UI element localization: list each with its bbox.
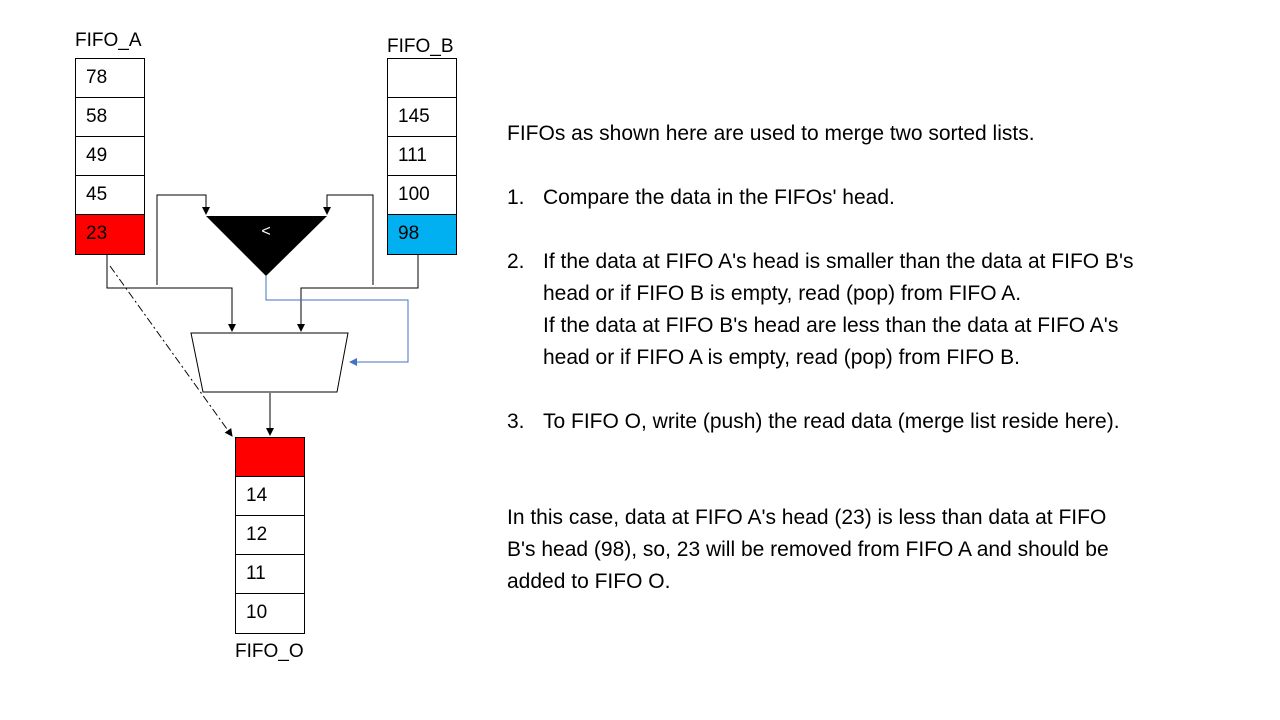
- fifo-a-cell: 49: [76, 137, 144, 176]
- comparator: [206, 216, 327, 276]
- fifo-o-cell: 11: [236, 555, 304, 594]
- step-2: 2. If the data at FIFO A's head is small…: [507, 246, 1237, 374]
- fifo-a-cell: 78: [76, 59, 144, 98]
- fifo-o-cell: 14: [236, 477, 304, 516]
- step-number: 3.: [507, 410, 525, 433]
- step-line: To FIFO O, write (push) the read data (m…: [543, 410, 1120, 433]
- step-number: 1.: [507, 186, 525, 209]
- step-line: head or if FIFO A is empty, read (pop) f…: [543, 346, 1020, 369]
- conclusion-line: added to FIFO O.: [507, 570, 671, 593]
- fifo-b: 145 111 100 98: [387, 58, 457, 255]
- wire-b-to-mux: [297, 254, 419, 332]
- step-line: If the data at FIFO A's head is smaller …: [543, 250, 1134, 273]
- data-move-arrow: [109, 265, 233, 437]
- step-line: If the data at FIFO B's head are less th…: [543, 314, 1119, 337]
- intro-text: FIFOs as shown here are used to merge tw…: [507, 122, 1035, 145]
- conclusion-line: In this case, data at FIFO A's head (23)…: [507, 506, 1107, 529]
- step-3: 3. To FIFO O, write (push) the read data…: [507, 406, 1237, 438]
- conclusion: In this case, data at FIFO A's head (23)…: [507, 502, 1237, 598]
- fifo-b-cell: 111: [388, 137, 456, 176]
- select-line: [265, 276, 409, 366]
- fifo-o-label: FIFO_O: [235, 641, 304, 662]
- fifo-b-cell: 100: [388, 176, 456, 215]
- fifo-o-head-cell: [236, 438, 304, 477]
- fifo-b-label: FIFO_B: [387, 36, 454, 57]
- wire-a-to-comparator: [156, 194, 210, 285]
- fifo-a-head-cell: 23: [76, 215, 144, 254]
- fifo-a-cell: 58: [76, 98, 144, 137]
- wire-b-to-comparator: [323, 194, 374, 285]
- fifo-o: 14 12 11 10: [235, 437, 305, 634]
- conclusion-line: B's head (98), so, 23 will be removed fr…: [507, 538, 1109, 561]
- comparator-symbol: <: [261, 223, 270, 240]
- fifo-b-head-cell: 98: [388, 215, 456, 254]
- fifo-b-cell: [388, 59, 456, 98]
- step-line: Compare the data in the FIFOs' head.: [543, 186, 895, 209]
- fifo-a-cell: 45: [76, 176, 144, 215]
- multiplexer: [190, 332, 349, 393]
- step-line: head or if FIFO B is empty, read (pop) f…: [543, 282, 1022, 305]
- step-number: 2.: [507, 250, 525, 273]
- step-1: 1. Compare the data in the FIFOs' head.: [507, 182, 1237, 214]
- wire-a-to-mux: [106, 254, 236, 332]
- fifo-a: 78 58 49 45 23: [75, 58, 145, 255]
- fifo-a-label: FIFO_A: [75, 30, 142, 51]
- fifo-o-cell: 12: [236, 516, 304, 555]
- fifo-o-cell: 10: [246, 602, 268, 623]
- explanation-panel: FIFOs as shown here are used to merge tw…: [507, 118, 1237, 598]
- fifo-b-cell: 145: [388, 98, 456, 137]
